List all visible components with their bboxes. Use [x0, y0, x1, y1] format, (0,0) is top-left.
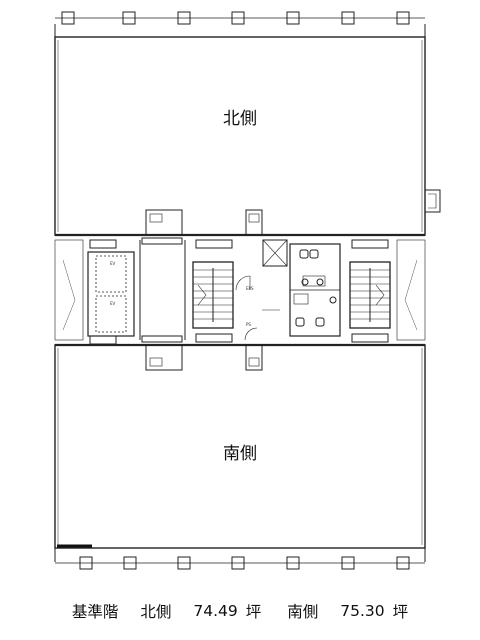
south-area: 75.30: [340, 602, 385, 620]
svg-text:PS: PS: [246, 322, 251, 327]
svg-text:EV: EV: [110, 261, 116, 266]
area-caption: 基準階 北側 74.49 坪 南側 75.30 坪: [0, 596, 480, 626]
floor-plan: EV EV EPS PS: [54, 11, 441, 570]
bottom-windows: [55, 556, 425, 570]
north-hall: [54, 24, 441, 236]
south-label: 南側: [223, 444, 257, 464]
svg-text:EV: EV: [110, 301, 116, 306]
north-caption-label: 北側: [140, 603, 172, 621]
south-area-unit: 坪: [392, 603, 409, 621]
floor-name: 基準階: [71, 603, 119, 621]
top-windows: [55, 11, 425, 25]
north-area-unit: 坪: [245, 603, 262, 621]
svg-text:EPS: EPS: [246, 286, 254, 291]
south-hall: [54, 344, 426, 562]
north-label: 北側: [223, 109, 257, 129]
south-caption-label: 南側: [287, 603, 319, 621]
north-area: 74.49: [193, 602, 238, 620]
core: EV EV EPS PS: [54, 233, 426, 347]
